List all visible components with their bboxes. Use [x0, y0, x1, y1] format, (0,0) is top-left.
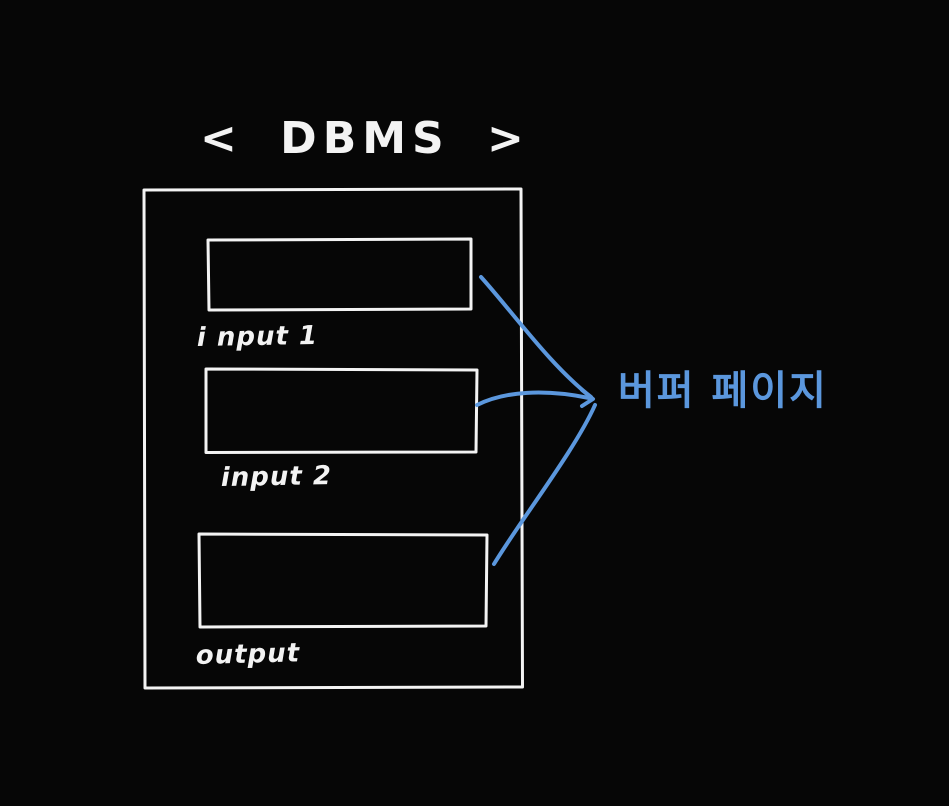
input1-box [206, 237, 473, 312]
buffer-arrow-from-input1 [479, 275, 593, 399]
output-label: output [195, 638, 301, 671]
input2-box [204, 367, 479, 454]
buffer-arrow-from-output [492, 403, 597, 566]
input1-label: i nput 1 [197, 321, 319, 353]
buffer-arrow-from-input2 [475, 390, 591, 407]
input2-label: input 2 [221, 461, 333, 493]
arrowhead-icon [580, 388, 595, 408]
dbms-container-box [142, 187, 524, 690]
diagram-title: < DBMS > [200, 113, 530, 164]
buffer-arrows [475, 275, 597, 566]
buffer-page-annotation: 버퍼 페이지 [618, 368, 828, 414]
output-box [197, 532, 489, 629]
